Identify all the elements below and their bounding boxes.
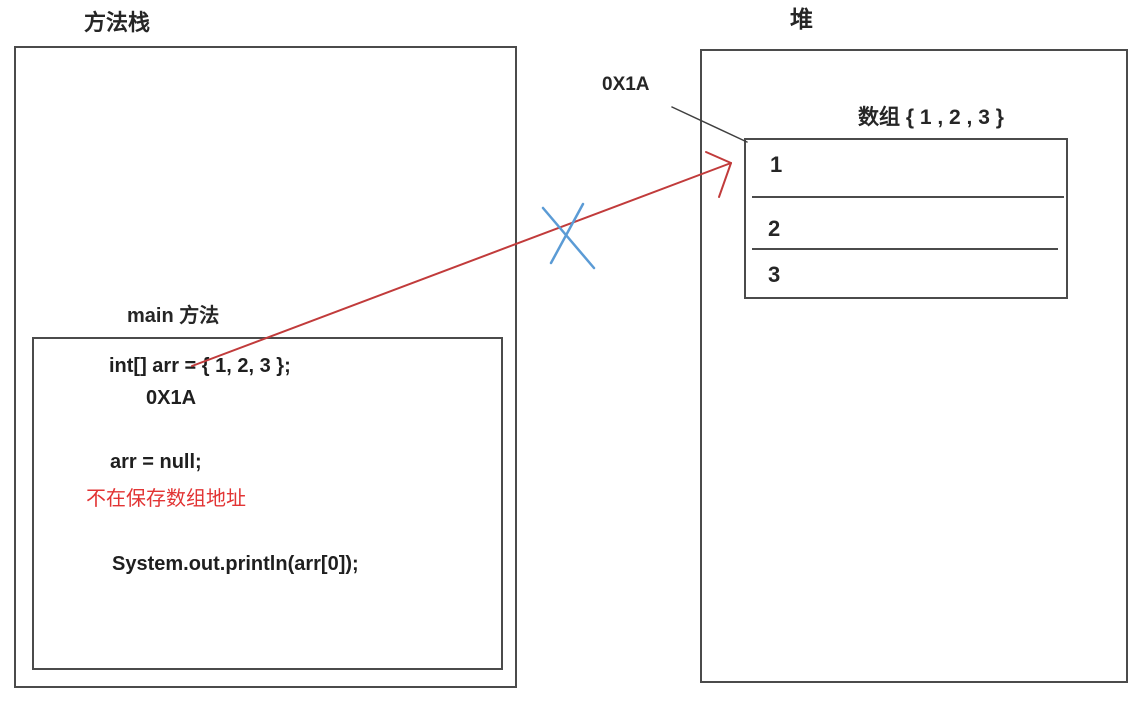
array-cell-divider bbox=[752, 248, 1058, 250]
array-cell-divider bbox=[752, 196, 1064, 198]
heap-title: 堆 bbox=[790, 6, 813, 32]
array-title: 数组 { 1 , 2 , 3 } bbox=[858, 106, 1004, 129]
code-line-array-declaration: int[] arr = { 1, 2, 3 }; bbox=[109, 355, 291, 377]
array-cell-2: 3 bbox=[768, 262, 781, 287]
array-cell-1: 2 bbox=[768, 216, 781, 241]
method-stack-box bbox=[14, 46, 517, 688]
array-cell-0: 1 bbox=[770, 152, 783, 177]
stack-title: 方法栈 bbox=[84, 10, 151, 35]
annotation-no-longer-stores-address: 不在保存数组地址 bbox=[86, 488, 246, 510]
array-object-box: 1 2 3 bbox=[744, 138, 1068, 299]
broken-reference-cross-stroke-1 bbox=[541, 206, 596, 270]
broken-reference-cross-stroke-2 bbox=[549, 202, 585, 265]
code-line-println: System.out.println(arr[0]); bbox=[112, 553, 359, 575]
code-line-address-value: 0X1A bbox=[146, 387, 197, 409]
heap-address-label: 0X1A bbox=[602, 74, 650, 95]
code-line-null-assignment: arr = null; bbox=[110, 451, 202, 473]
main-method-label: main 方法 bbox=[127, 305, 220, 327]
